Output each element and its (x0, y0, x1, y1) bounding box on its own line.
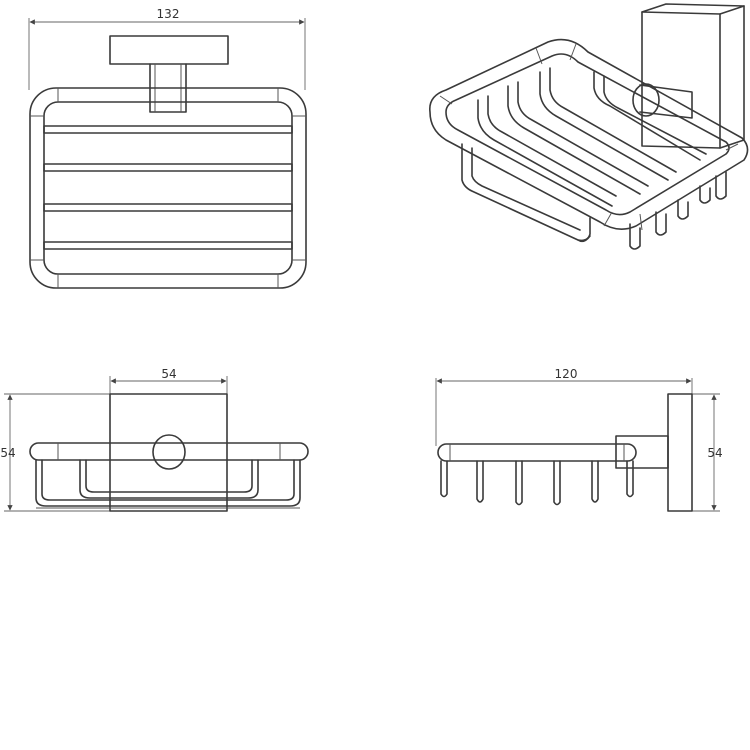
dimension-front-width: 54 (109, 367, 228, 396)
iso-basket-legs (461, 143, 727, 250)
basket-bar (43, 163, 293, 172)
basket-frame-inner (43, 101, 293, 275)
basket-frame-outer (29, 87, 307, 289)
side-view: 120 54 (435, 367, 723, 512)
dimension-front-height: 54 (0, 393, 110, 512)
dimension-label-132: 132 (157, 7, 180, 21)
basket-legs-side (440, 460, 634, 506)
basket-top-rail (29, 442, 309, 461)
basket-bar (43, 241, 293, 250)
isometric-view (429, 3, 749, 250)
mount-stem-profile (615, 435, 669, 469)
basket-outer-side (35, 459, 301, 507)
basket-bars (43, 125, 293, 250)
iso-basket-frame (429, 38, 749, 231)
dimension-label-54-side: 54 (707, 446, 722, 460)
wall-plate (109, 393, 228, 512)
wall-plate-profile (667, 393, 693, 512)
dimension-side-height: 54 (692, 393, 723, 512)
basket-top-rail-side (437, 443, 637, 462)
dimension-top-width: 132 (28, 7, 306, 90)
dimension-side-length: 120 (435, 367, 693, 446)
wall-plate (109, 35, 229, 65)
iso-wall-plate (641, 3, 745, 149)
iso-basket-bars (477, 67, 707, 207)
dimension-label-120: 120 (555, 367, 578, 381)
dimension-label-54-height: 54 (0, 446, 15, 460)
top-view: 132 (28, 7, 307, 289)
dimension-label-54-width: 54 (161, 367, 176, 381)
basket-bar (43, 125, 293, 134)
basket-bar (43, 203, 293, 212)
front-view: 54 54 (0, 367, 309, 512)
mount-disc (152, 434, 186, 470)
basket-inner-side (79, 459, 259, 499)
